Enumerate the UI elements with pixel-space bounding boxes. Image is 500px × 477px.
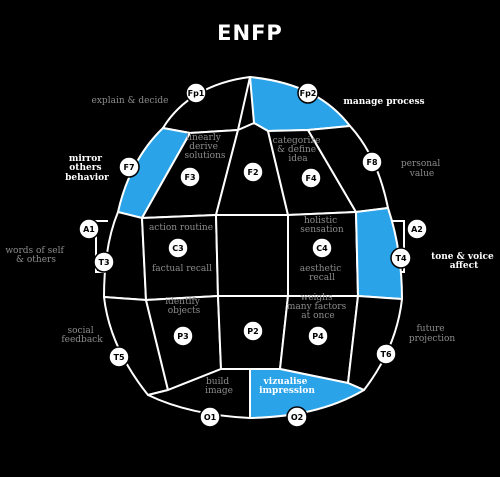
label-action-routine: action routine xyxy=(149,223,213,233)
label-vizualise: vizualise impression xyxy=(259,377,315,396)
page-title: ENFP xyxy=(217,21,283,45)
node-f3: F3 xyxy=(179,166,201,188)
svg-text:T5: T5 xyxy=(113,353,124,362)
label-weighs: weighs many factors at once xyxy=(287,293,349,321)
label-holistic: holistic sensation xyxy=(300,216,344,235)
label-identify: identify objects xyxy=(165,297,203,316)
svg-text:C3: C3 xyxy=(172,244,183,253)
svg-text:O2: O2 xyxy=(291,413,303,422)
svg-text:F7: F7 xyxy=(123,163,134,172)
svg-text:A2: A2 xyxy=(411,225,423,234)
svg-text:F8: F8 xyxy=(366,158,377,167)
node-fp1: Fp1 xyxy=(185,82,207,104)
region-fp2 xyxy=(249,76,351,132)
svg-text:F4: F4 xyxy=(305,174,316,183)
node-f7: F7 xyxy=(118,156,140,178)
node-p3: P3 xyxy=(172,325,194,347)
label-categorize: categorize & define idea xyxy=(273,136,324,164)
label-manage-process: manage process xyxy=(343,97,424,107)
label-words-self: words of self & others xyxy=(5,246,66,265)
label-aesthetic: aesthetic recall xyxy=(300,264,344,283)
region-t6 xyxy=(347,295,403,391)
node-f2: F2 xyxy=(242,161,264,183)
node-a1: A1 xyxy=(78,218,100,240)
label-mirror: mirror others behavior xyxy=(65,154,109,183)
svg-text:C4: C4 xyxy=(316,244,328,253)
label-build-image: build image xyxy=(205,377,233,396)
label-explain-decide: explain & decide xyxy=(92,96,169,106)
svg-text:Fp2: Fp2 xyxy=(300,89,317,98)
electrode-nodes: Fp1 Fp2 F7 F3 F2 F4 F8 A1 T3 C3 C4 T4 A2… xyxy=(78,82,428,428)
node-o1: O1 xyxy=(199,406,221,428)
region-labels: explain & decide manage process mirror o… xyxy=(5,96,497,396)
svg-text:P2: P2 xyxy=(247,327,258,336)
svg-text:T3: T3 xyxy=(98,258,109,267)
node-f8: F8 xyxy=(361,151,383,173)
node-t5: T5 xyxy=(108,346,130,368)
node-c3: C3 xyxy=(167,237,189,259)
head-regions xyxy=(95,76,405,419)
label-linearly: linearly derive solutions xyxy=(184,133,225,161)
svg-text:O1: O1 xyxy=(204,413,217,422)
node-t4: T4 xyxy=(390,247,412,269)
node-t6: T6 xyxy=(375,343,397,365)
label-factual-recall: factual recall xyxy=(152,264,212,274)
label-tone-voice: tone & voice affect xyxy=(431,252,497,271)
label-future-projection: future projection xyxy=(409,324,456,344)
node-a2: A2 xyxy=(406,218,428,240)
svg-text:A1: A1 xyxy=(83,225,95,234)
node-f4: F4 xyxy=(300,167,322,189)
label-social-feedback: social feedback xyxy=(61,326,103,345)
node-fp2: Fp2 xyxy=(297,82,319,104)
label-personal-value: personal value xyxy=(401,159,443,179)
svg-text:F2: F2 xyxy=(247,168,258,177)
svg-text:T6: T6 xyxy=(380,350,391,359)
svg-text:F3: F3 xyxy=(184,173,195,182)
ear-right xyxy=(392,220,405,273)
node-p2: P2 xyxy=(242,320,264,342)
svg-text:T4: T4 xyxy=(395,254,406,263)
region-o2 xyxy=(249,368,365,419)
region-fp1 xyxy=(162,76,251,134)
ear-left xyxy=(95,220,108,273)
node-o2: O2 xyxy=(286,406,308,428)
svg-text:P3: P3 xyxy=(177,332,188,341)
region-cz xyxy=(215,214,289,297)
node-t3: T3 xyxy=(93,251,115,273)
node-c4: C4 xyxy=(311,237,333,259)
svg-text:P4: P4 xyxy=(312,332,324,341)
node-p4: P4 xyxy=(307,325,329,347)
svg-text:Fp1: Fp1 xyxy=(188,89,205,98)
